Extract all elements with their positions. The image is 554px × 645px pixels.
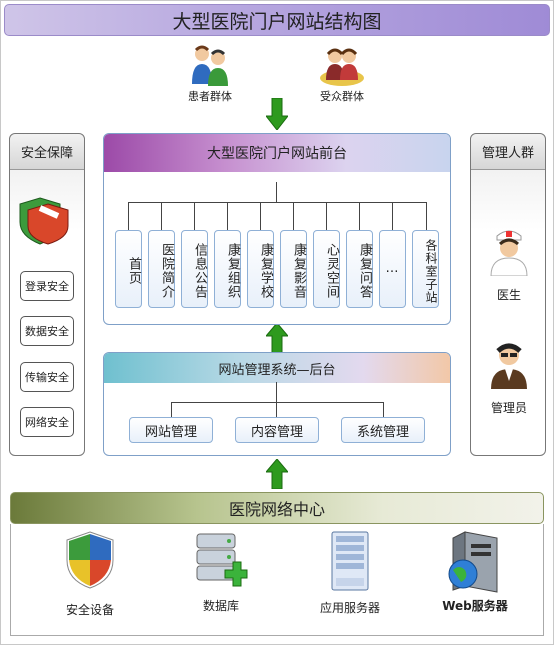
doctor-label: 医生: [496, 288, 521, 302]
connector-line: [359, 202, 360, 230]
security-item: 数据安全: [20, 316, 74, 346]
app-server-label: 应用服务器: [319, 601, 380, 615]
security-device: 安全设备: [58, 530, 122, 618]
connector-line: [128, 202, 426, 203]
connector-line: [326, 202, 327, 230]
app-server-icon: [331, 531, 369, 591]
doctor-icon: [490, 230, 528, 277]
connector-line: [171, 402, 383, 403]
database-label: 数据库: [202, 599, 239, 613]
frontend-module-notice: 信息公告: [181, 230, 208, 308]
arrow-down-icon: [266, 98, 288, 130]
web-server-label: Web服务器: [442, 599, 508, 613]
connector-line: [383, 402, 384, 417]
frontend-module-rehab-qa: 康复问答: [346, 230, 373, 308]
frontend-module-rehab-school: 康复学校: [247, 230, 274, 308]
connector-line: [276, 402, 277, 417]
backend-module-site: 网站管理: [129, 417, 213, 443]
security-panel: 安全保障 登录安全 数据安全 传输安全 网络安全: [9, 133, 85, 456]
patients-group: 患者群体: [180, 44, 240, 104]
security-device-icon: [66, 531, 114, 589]
connector-line: [227, 202, 228, 230]
audience-group-icon: [318, 44, 366, 88]
backend-module-content: 内容管理: [235, 417, 319, 443]
connector-line: [128, 202, 129, 230]
database: 数据库: [186, 530, 256, 614]
security-item: 网络安全: [20, 407, 74, 437]
security-title: 安全保障: [10, 134, 84, 170]
connector-line: [426, 202, 427, 230]
connector-line: [171, 402, 172, 417]
frontend-module-more: …: [379, 230, 406, 308]
doctor-role: 医生: [487, 226, 531, 303]
patients-group-icon: [186, 44, 234, 88]
connector-line: [194, 202, 195, 230]
administrator-role: 管理员: [487, 339, 531, 416]
connector-line: [293, 202, 294, 230]
connector-line: [161, 202, 162, 230]
diagram-title: 大型医院门户网站结构图: [4, 4, 550, 36]
frontend-module-home: 首页: [115, 230, 142, 308]
web-server: Web服务器: [430, 530, 520, 614]
frontend-module-mind-space: 心灵空间: [313, 230, 340, 308]
connector-line: [392, 202, 393, 230]
connector-line: [276, 182, 277, 202]
security-item: 传输安全: [20, 362, 74, 392]
arrow-up-icon: [266, 459, 288, 489]
audience-group-label: 受众群体: [320, 90, 364, 103]
shield-icon: [18, 194, 78, 250]
connector-line: [260, 202, 261, 230]
frontend-module-rehab-org: 康复组织: [214, 230, 241, 308]
patients-group-label: 患者群体: [188, 90, 232, 103]
arrow-up-icon: [266, 323, 288, 353]
frontend-title: 大型医院门户网站前台: [104, 134, 450, 172]
connector-line: [276, 382, 277, 402]
web-server-icon: [448, 531, 498, 593]
administrator-icon: [491, 343, 527, 389]
management-panel: 管理人群 医生 管理员: [470, 133, 546, 456]
frontend-module-dept-sites: 各科室子站: [412, 230, 439, 308]
security-device-label: 安全设备: [65, 603, 114, 617]
management-title: 管理人群: [471, 134, 545, 170]
database-icon: [196, 533, 248, 587]
frontend-module-intro: 医院简介: [148, 230, 175, 308]
administrator-label: 管理员: [490, 401, 527, 415]
frontend-module-rehab-media: 康复影音: [280, 230, 307, 308]
backend-module-system: 系统管理: [341, 417, 425, 443]
audience-group: 受众群体: [312, 44, 372, 104]
network-center-title: 医院网络中心: [10, 492, 544, 524]
backend-title: 网站管理系统—后台: [104, 353, 450, 383]
app-server: 应用服务器: [314, 530, 386, 616]
security-item: 登录安全: [20, 271, 74, 301]
